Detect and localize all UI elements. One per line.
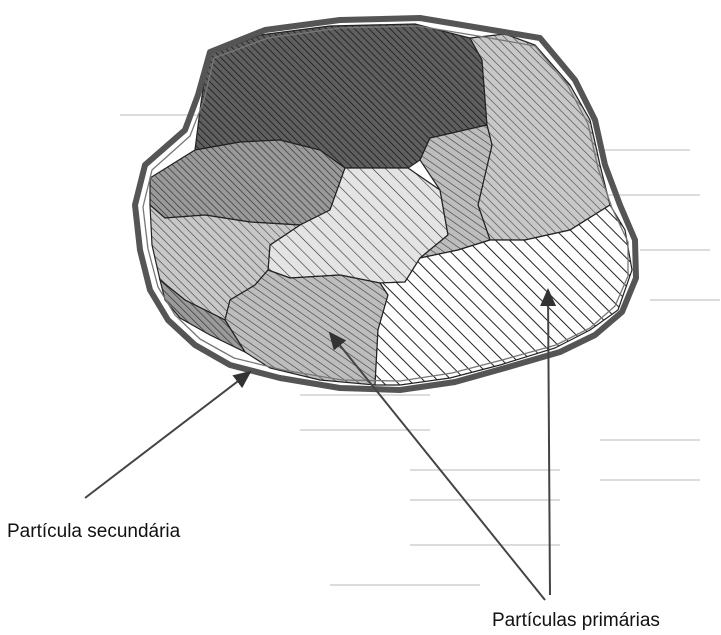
primary-particle-grains	[150, 24, 632, 385]
primary-particles-label: Partículas primárias	[492, 610, 660, 632]
arrow-secondary	[85, 372, 250, 498]
grain-right-top	[470, 34, 610, 240]
grain-left-upper	[150, 140, 345, 225]
secondary-particle-label: Partícula secundária	[7, 521, 180, 543]
